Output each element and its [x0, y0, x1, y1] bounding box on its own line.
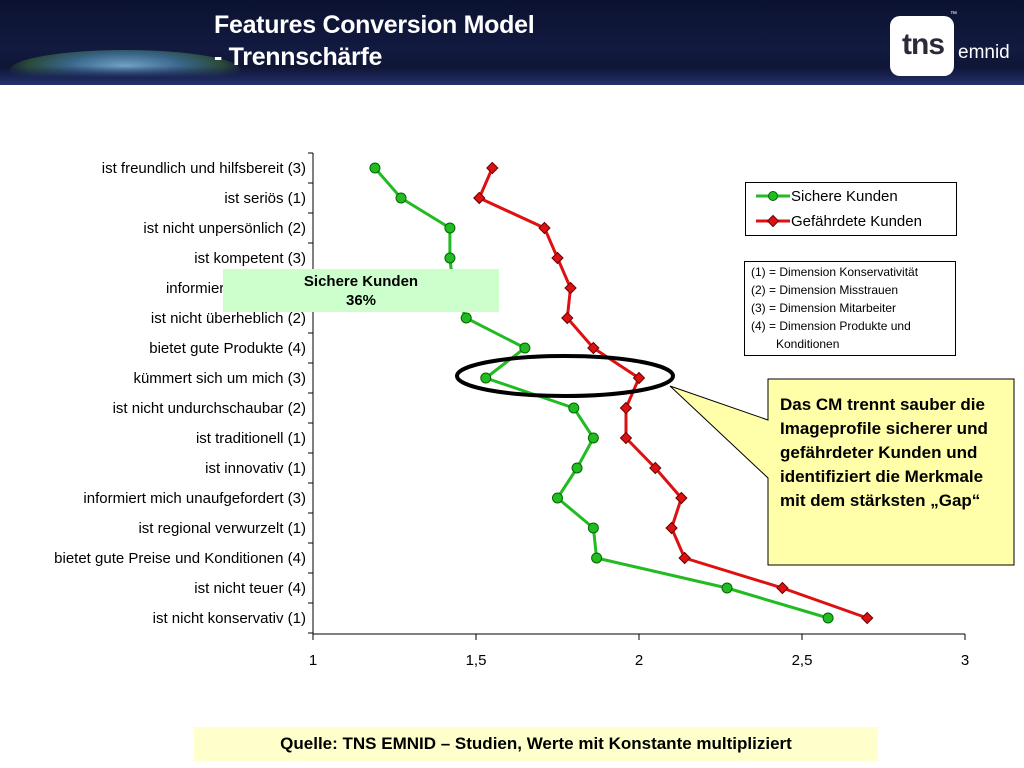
- data-point-sichere: [591, 552, 603, 564]
- data-point-gefaehrdete: [587, 341, 600, 355]
- highlight-ellipse: [455, 354, 675, 398]
- data-point-sichere: [587, 432, 599, 444]
- data-point-gefaehrdete: [632, 371, 646, 385]
- legend-marker-sichere: [756, 191, 790, 201]
- dimension-line-3: (3) = Dimension Mitarbeiter: [751, 301, 897, 315]
- data-point-gefaehrdete: [619, 431, 633, 445]
- y-category-label: ist seriös (1): [224, 190, 306, 207]
- x-tick-label: 1,5: [466, 652, 487, 669]
- y-category-label: ist freundlich und hilfsbereit (3): [102, 160, 306, 177]
- data-point-gefaehrdete: [860, 611, 874, 625]
- x-tick-label: 3: [961, 652, 969, 669]
- logo-main-text: tns: [902, 28, 945, 61]
- data-point-gefaehrdete: [551, 251, 564, 265]
- y-category-label: ist nicht undurchschaubar (2): [113, 400, 306, 417]
- sichere-label-line-1: Sichere Kunden: [303, 273, 419, 290]
- logo-box: [890, 16, 954, 76]
- y-category-label: informiert mich unaufgefordert (3): [83, 490, 306, 507]
- dimension-line-1: (1) = Dimension Konservativität: [751, 265, 919, 279]
- data-point-gefaehrdete: [678, 551, 691, 565]
- y-category-label: ist regional verwurzelt (1): [138, 520, 306, 537]
- legend-marker-gefaehrdete: [756, 214, 790, 228]
- dimension-line-5: Konditionen: [776, 337, 840, 351]
- data-point-gefaehrdete: [649, 461, 662, 475]
- y-category-label: bietet gute Preise und Konditionen (4): [54, 550, 306, 567]
- legend-label-gefaehrdete: Gefährdete Kunden: [791, 213, 922, 230]
- callout-box: [669, 378, 1015, 566]
- title-line-1: Features Conversion Model: [214, 11, 535, 39]
- data-point-sichere: [369, 162, 381, 174]
- data-point-sichere: [395, 192, 407, 204]
- data-point-gefaehrdete: [675, 491, 688, 505]
- y-category-label: bietet gute Produkte (4): [149, 340, 306, 357]
- data-point-sichere: [587, 522, 599, 534]
- header-bar: Features Conversion Model - Trennschärfe…: [0, 0, 1024, 85]
- chart-legend: Sichere Kunden Gefährdete Kunden: [745, 182, 957, 236]
- x-tick-label: 2: [635, 652, 643, 669]
- logo-trademark: ™: [950, 11, 957, 18]
- data-point-sichere: [571, 462, 583, 474]
- data-point-gefaehrdete: [561, 311, 574, 325]
- sichere-label-line-2: 36%: [345, 292, 377, 309]
- dimension-line-2: (2) = Dimension Misstrauen: [751, 283, 899, 297]
- source-note: Quelle: TNS EMNID – Studien, Werte mit K…: [194, 727, 878, 761]
- dimension-line-4: (4) = Dimension Produkte und: [751, 319, 911, 333]
- chart-series: [369, 161, 874, 625]
- legend-item-gefaehrdete: Gefährdete Kunden: [746, 210, 956, 232]
- y-category-label: ist innovativ (1): [205, 460, 306, 477]
- data-point-sichere: [552, 492, 563, 504]
- data-point-sichere: [444, 252, 456, 264]
- data-point-gefaehrdete: [619, 401, 633, 415]
- legend-item-sichere: Sichere Kunden: [746, 185, 956, 207]
- data-point-gefaehrdete: [776, 581, 789, 595]
- data-point-sichere: [480, 372, 492, 384]
- x-tick-label: 1: [309, 652, 317, 669]
- gap-highlight-ellipse: [455, 354, 675, 398]
- data-point-gefaehrdete: [538, 221, 551, 235]
- y-category-label: ist nicht konservativ (1): [153, 610, 306, 627]
- y-category-label: ist nicht teuer (4): [194, 580, 306, 597]
- data-point-sichere: [822, 612, 834, 624]
- dimension-key-box: (1) = Dimension Konservativität (2) = Di…: [744, 261, 956, 356]
- y-category-label: kümmert sich um mich (3): [133, 370, 306, 387]
- x-tick-label: 2,5: [792, 652, 813, 669]
- y-category-label: ist kompetent (3): [194, 250, 306, 267]
- data-point-sichere: [460, 312, 472, 324]
- callout-shape: [669, 378, 1015, 566]
- y-category-label: ist nicht unpersönlich (2): [143, 220, 306, 237]
- callout-text: Das CM trennt sauber die Imageprofile si…: [780, 395, 988, 510]
- y-category-label: ist traditionell (1): [196, 430, 306, 447]
- data-point-sichere: [444, 222, 456, 234]
- data-point-gefaehrdete: [665, 521, 678, 535]
- data-point-sichere: [568, 402, 580, 414]
- chart-axes: ist freundlich und hilfsbereit (3) ist se…: [54, 152, 969, 669]
- data-point-gefaehrdete: [486, 161, 499, 175]
- legend-label-sichere: Sichere Kunden: [791, 188, 898, 205]
- data-point-sichere: [721, 582, 733, 594]
- data-point-gefaehrdete: [473, 191, 486, 205]
- data-point-sichere: [519, 342, 531, 354]
- sichere-kunden-share-label: Sichere Kunden 36%: [223, 269, 499, 312]
- header-stripe: [0, 66, 1024, 85]
- logo-sub-text: emnid: [958, 42, 1010, 63]
- data-point-gefaehrdete: [564, 281, 577, 295]
- page-title: Features Conversion Model - Trennschärfe: [214, 9, 535, 73]
- y-category-label: ist nicht überheblich (2): [151, 310, 306, 327]
- title-line-2: - Trennschärfe: [214, 43, 383, 71]
- tns-emnid-logo: tns emnid ™: [890, 11, 1010, 76]
